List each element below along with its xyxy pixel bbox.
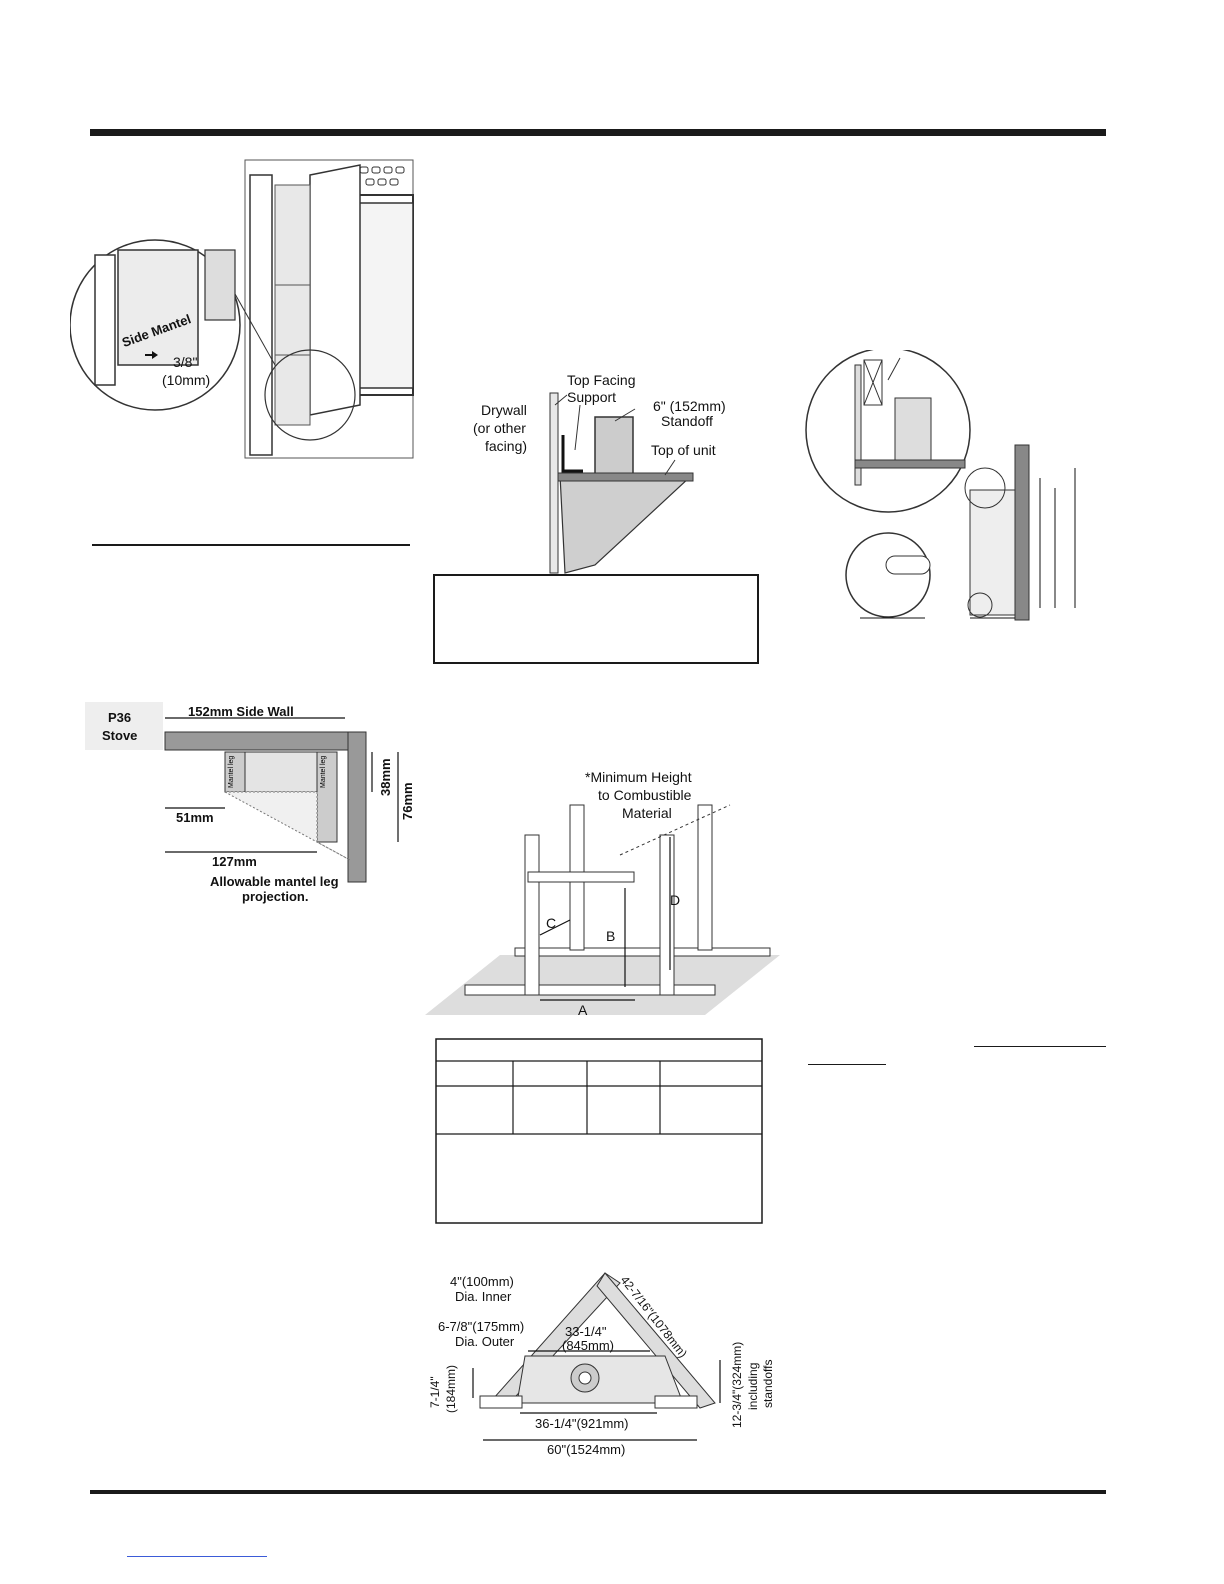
mantel-dimension-metric: (10mm) [162,372,210,388]
mantel-leg-figure: Mantel leg Mantel leg P36 Stove 152mm Si… [85,702,415,904]
mantel-leg-label-right: Mantel leg [320,756,327,788]
dim-127-label: 127mm [212,854,257,869]
dim-714-label-1: 7-1/4" [428,1376,442,1408]
support-label-2: Support [567,389,616,405]
dim-1234-label-2: including [746,1363,760,1410]
text-underline [808,1064,886,1065]
standoff-label-1: 6" (152mm) [653,398,726,414]
facing-standoff-figure: Drywall (or other facing) Top Facing Sup… [473,372,726,574]
mantel-dimension: 3/8" [173,354,197,370]
text-underline [974,1046,1106,1047]
side-wall-label: 152mm Side Wall [188,704,294,719]
projection-label-1: Allowable mantel leg [210,874,339,889]
inner-dia-label-2: Dia. Inner [455,1289,512,1304]
dim-60-label: 60"(1524mm) [547,1442,625,1457]
dim-76-label: 76mm [400,782,415,820]
dim-3314-label-2: (845mm) [562,1338,614,1353]
support-label-1: Top Facing [567,372,635,388]
vent-clearance-figure [805,350,1076,621]
mantel-leg-label: Mantel leg [228,756,235,788]
label-c: C [546,915,556,931]
drywall-label-3: facing) [485,438,527,454]
framing-figure: *Minimum Height to Combustible Material … [425,769,780,1018]
dim-714-label-2: (184mm) [444,1365,458,1413]
stove-label-1: P36 [108,710,131,725]
side-mantel-figure: Side Mantel 3/8" (10mm) [70,159,414,459]
min-height-label-3: Material [622,805,672,821]
dim-38-label: 38mm [378,758,393,796]
drywall-label-1: Drywall [481,402,527,418]
note-box [433,574,759,664]
min-height-label-2: to Combustible [598,787,692,803]
stove-label-2: Stove [102,728,137,743]
inner-dia-label-1: 4"(100mm) [450,1274,514,1289]
header-rule [90,129,1106,136]
section-rule [92,544,410,546]
clearance-table [435,1038,763,1224]
label-a: A [578,1002,588,1018]
outer-dia-label-2: Dia. Outer [455,1334,515,1349]
drywall-label-2: (or other [473,420,526,436]
label-b: B [606,928,615,944]
dim-3614-label: 36-1/4"(921mm) [535,1416,628,1431]
outer-dia-label-1: 6-7/8"(175mm) [438,1319,524,1334]
dim-3314-label-1: 33-1/4" [565,1324,607,1339]
projection-label-2: projection. [242,889,308,904]
label-d: D [670,892,680,908]
footer-rule [90,1490,1106,1494]
corner-install-figure: 4"(100mm) Dia. Inner 6-7/8"(175mm) Dia. … [428,1272,775,1457]
dim-51-label: 51mm [176,810,214,825]
dim-1234-label-3: standoffs [761,1360,775,1408]
footer-link-underline[interactable] [127,1556,267,1557]
dim-1234-label-1: 12-3/4"(324mm) [730,1342,744,1428]
top-of-unit-label: Top of unit [651,442,716,458]
standoff-label-2: Standoff [661,413,713,429]
min-height-label-1: *Minimum Height [585,769,692,785]
